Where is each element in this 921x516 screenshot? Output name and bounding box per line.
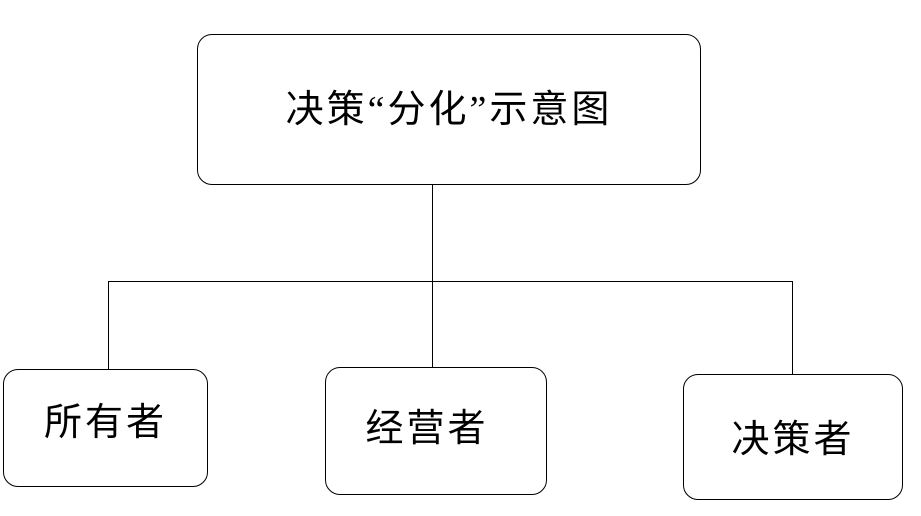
connector-horizontal-rail bbox=[108, 281, 793, 282]
node-operator: 经营者 bbox=[325, 367, 547, 495]
connector-drop-decision-maker bbox=[792, 281, 793, 375]
node-decision-maker-label: 决策者 bbox=[731, 418, 855, 461]
node-operator-label: 经营者 bbox=[365, 407, 489, 450]
title-box-label: 决策“分化”示意图 bbox=[285, 89, 613, 131]
title-box: 决策“分化”示意图 bbox=[197, 34, 701, 185]
connector-drop-owner bbox=[108, 281, 109, 370]
node-owner-label: 所有者 bbox=[43, 401, 167, 444]
connector-drop-operator bbox=[432, 281, 433, 368]
node-owner: 所有者 bbox=[3, 369, 208, 487]
connector-title-stem bbox=[432, 185, 433, 282]
node-decision-maker: 决策者 bbox=[683, 374, 903, 500]
